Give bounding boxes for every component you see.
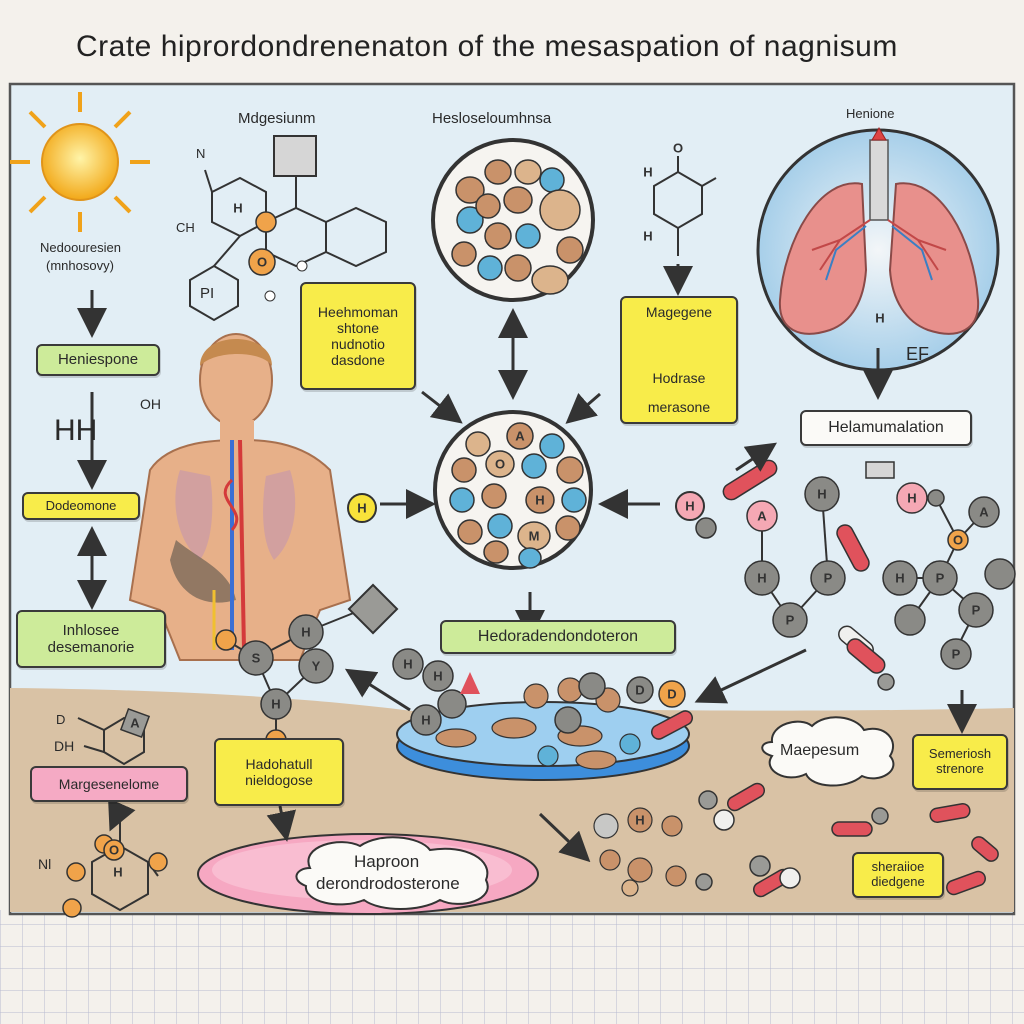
label-heptoon-1: Haproon [354,852,420,871]
atom-h13: H [403,656,413,672]
atom-h9: H [113,864,123,880]
atom-s: S [251,650,261,666]
label-ef: EF [906,344,930,364]
box-helamunalation: Helamumalation [800,410,972,446]
atom-o2: O [494,456,506,472]
atom-o: O [952,532,964,548]
atom-h8: H [535,492,545,508]
label-nedo-line1: Nedoouresien [40,240,121,255]
atom-y: Y [311,658,321,674]
atom-h10: H [643,164,653,180]
atom-h16: H [233,200,243,216]
box-magestone: Margesenelome [30,766,188,802]
lungs-icon [756,127,1000,372]
atom-h5: H [895,570,905,586]
atom-h2: H [817,486,827,502]
label-pi: PI [200,285,215,302]
label-magnesium-top: Mdgesiunm [238,110,316,127]
atom-h-yellow: H [357,500,367,516]
human-torso-icon [128,333,352,661]
atom-h17: H [875,310,885,326]
atom-h11: H [643,228,653,244]
label-ch: CH [176,220,195,235]
atom-h3: H [757,570,767,586]
atom-h6: H [301,624,311,640]
atom-p5: P [951,646,961,662]
label-n-small: N [196,146,206,161]
atom-o4: O [672,140,684,156]
molecule-cluster-center [433,410,593,570]
label-magnesium-cloud: Maepesum [780,742,860,759]
label-heptoon-2: derondrodosterone [316,874,460,893]
molecule-cluster-top [431,138,595,302]
box-dodeomone: Dodeomone [22,492,140,520]
atom-p: P [823,570,833,586]
atom-h-pink: H [685,498,695,514]
atom-p4: P [971,602,981,618]
label-henione: Henione [846,106,895,121]
box-heniespone: Heniespone [36,344,160,376]
atom-h12: H [433,668,443,684]
atom-p3: P [935,570,945,586]
atom-d2: D [667,686,677,702]
petri-dish-icon [396,677,693,781]
label-oh: OH [140,396,161,412]
box-hedoradendor: Hedoradendondoteron [440,620,676,654]
atom-h7: H [271,696,281,712]
label-dh: DH [54,738,75,754]
atom-a3: A [515,428,525,444]
atom-h4: H [907,490,917,506]
atom-a2: A [979,504,989,520]
atom-p2: P [785,612,795,628]
atom-a: A [757,508,767,524]
magnesium-cloud [761,716,895,787]
label-nedo-line2: (mnhosovy) [46,258,114,273]
label-hestose: Hesloseloumhnsa [432,110,552,127]
atom-o3: O [108,842,120,858]
label-d: D [56,712,66,727]
page-title: Crate hiprordondrenenaton of the mesaspa… [76,30,898,63]
sun-icon [10,92,150,232]
heptoon-cloud [295,836,489,910]
label-h-big: HH [54,414,98,447]
atom-m: M [528,528,540,544]
atom-a4: A [130,715,140,731]
molecule-structure-small [653,156,717,256]
label-nl: Nl [38,856,52,872]
atom-h14: H [421,712,431,728]
atom-h15: H [635,812,645,828]
atom-d: D [635,682,645,698]
atom-o5: O [256,254,268,270]
flow-arrows [77,264,977,863]
